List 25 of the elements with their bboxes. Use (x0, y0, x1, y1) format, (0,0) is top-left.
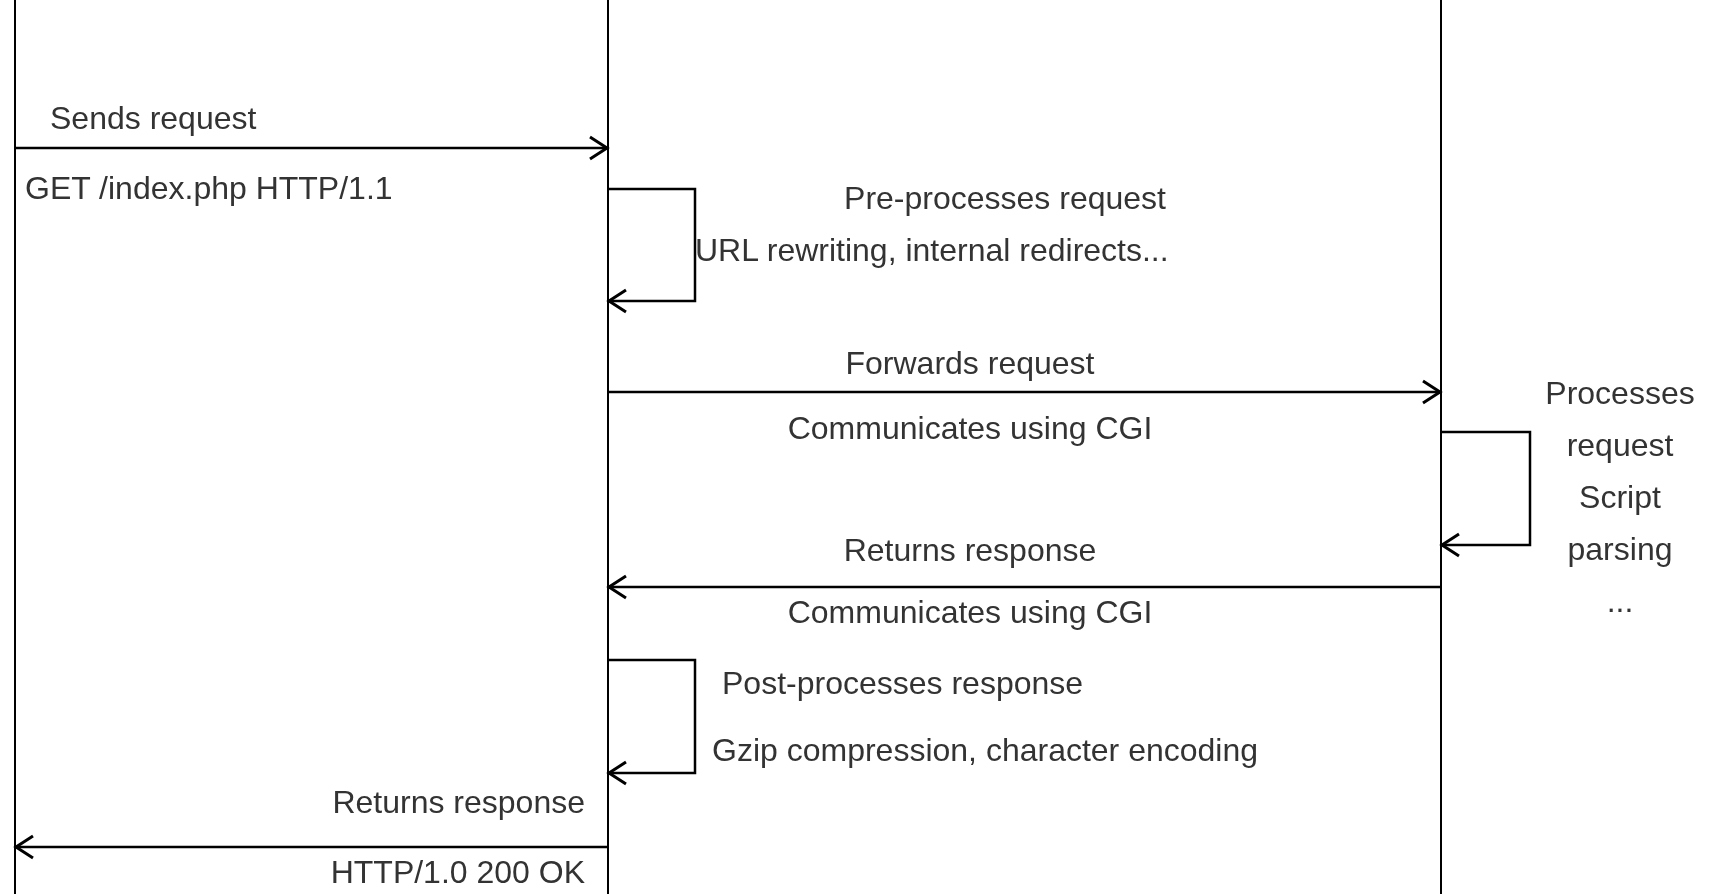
edge-label: Sends request (50, 99, 258, 138)
arrow (1440, 430, 1532, 558)
arrow (607, 658, 697, 786)
edge-label: Returns response (842, 531, 1098, 570)
arrow (14, 834, 607, 860)
arrow (607, 187, 697, 314)
message-note: HTTP/1.0 200 OK (329, 853, 585, 892)
message-note: URL rewriting, internal redirects... (695, 231, 1170, 270)
message-note: GET /index.php HTTP/1.1 (25, 169, 394, 208)
message-note: ... (1605, 582, 1635, 621)
message-note: Gzip compression, character encoding (712, 731, 1260, 770)
lifeline (1440, 0, 1442, 894)
edge-label: Returns response (331, 783, 585, 822)
message-note: Communicates using CGI (786, 593, 1154, 632)
edge-label: Processes request (1544, 374, 1696, 465)
message-note: Script parsing (1566, 478, 1674, 569)
edge-label: Post-processes response (722, 664, 1085, 703)
edge-label: Forwards request (844, 344, 1096, 383)
message-note: Communicates using CGI (786, 409, 1154, 448)
edge-label: Pre-processes request (843, 179, 1167, 218)
arrow (16, 135, 609, 161)
arrow (607, 574, 1440, 600)
lifeline (14, 0, 16, 894)
arrow (609, 379, 1442, 405)
lifeline (607, 0, 609, 894)
